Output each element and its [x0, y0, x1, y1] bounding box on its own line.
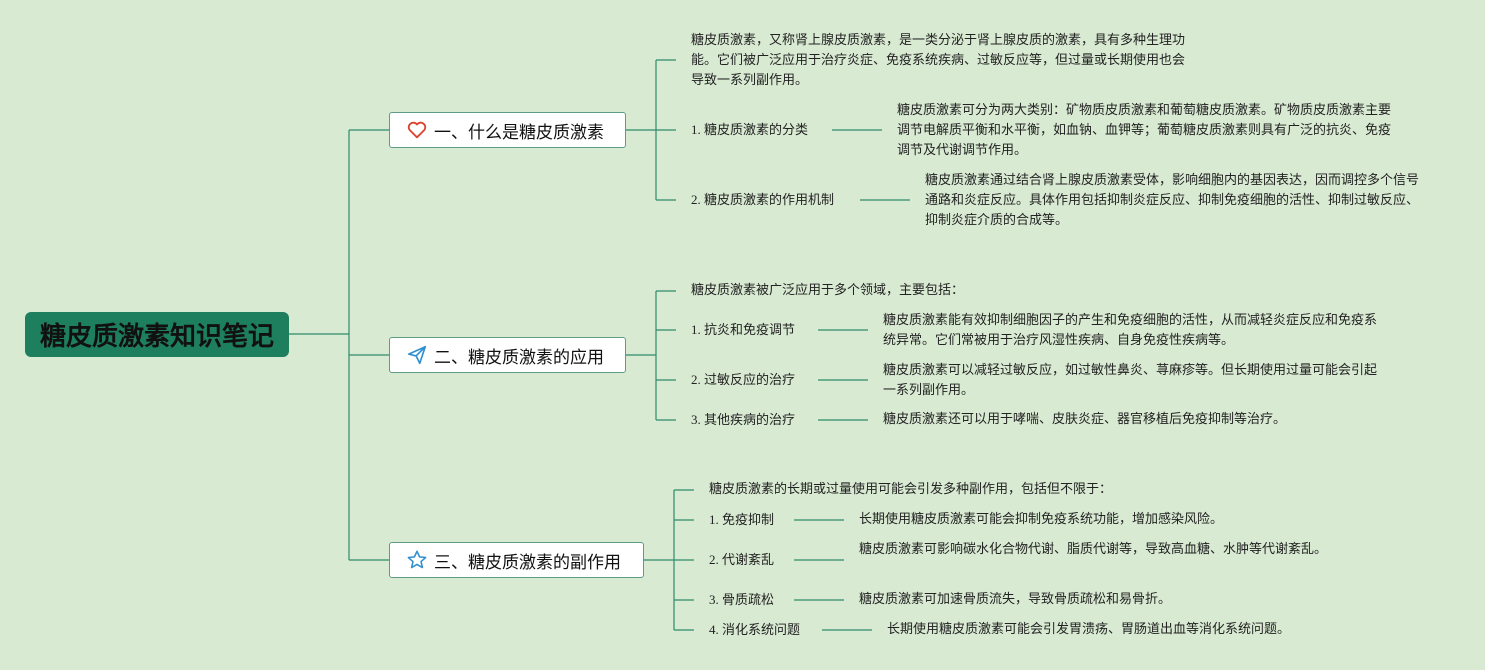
branch-label: 三、糖皮质激素的副作用 [434, 552, 621, 573]
item-label[interactable]: 3. 骨质疏松 [709, 592, 775, 607]
item-label[interactable]: 1. 糖皮质激素的分类 [691, 122, 809, 137]
item-detail: 糖皮质激素可影响碳水化合物代谢、脂质代谢等，导致高血糖、水肿等代谢紊乱。 [859, 542, 1328, 557]
root-topic[interactable]: 糖皮质激素知识笔记 [25, 312, 289, 357]
branch-label: 一、什么是糖皮质激素 [434, 122, 604, 143]
root-title: 糖皮质激素知识笔记 [39, 322, 274, 352]
heart-icon [406, 119, 428, 141]
star-icon [406, 549, 428, 571]
item-label[interactable]: 2. 代谢紊乱 [709, 552, 775, 567]
item-label[interactable]: 2. 过敏反应的治疗 [691, 372, 796, 387]
item-label[interactable]: 4. 消化系统问题 [709, 622, 801, 637]
item-label[interactable]: 3. 其他疾病的治疗 [691, 412, 796, 427]
paper-plane-icon [406, 344, 428, 366]
item-detail: 糖皮质激素可以减轻过敏反应，如过敏性鼻炎、荨麻疹等。但长期使用过量可能会引起一系… [883, 363, 1378, 398]
branch-what-is[interactable]: 一、什么是糖皮质激素 [389, 112, 626, 148]
item-label[interactable]: 2. 糖皮质激素的作用机制 [691, 192, 835, 207]
item-detail: 长期使用糖皮质激素可能会抑制免疫系统功能，增加感染风险。 [859, 512, 1224, 527]
item-detail: 糖皮质激素可加速骨质流失，导致骨质疏松和易骨折。 [859, 592, 1172, 607]
item-detail: 长期使用糖皮质激素可能会引发胃溃疡、胃肠道出血等消化系统问题。 [887, 622, 1291, 637]
branch-side-effects[interactable]: 三、糖皮质激素的副作用 [389, 542, 644, 578]
item-detail: 糖皮质激素还可以用于哮喘、皮肤炎症、器官移植后免疫抑制等治疗。 [883, 412, 1287, 427]
item-label[interactable]: 1. 免疫抑制 [709, 512, 775, 527]
branch-intro: 糖皮质激素的长期或过量使用可能会引发多种副作用，包括但不限于： [709, 482, 1113, 497]
branch-intro: 糖皮质激素被广泛应用于多个领域，主要包括： [691, 283, 965, 298]
branch-application[interactable]: 二、糖皮质激素的应用 [389, 337, 626, 373]
branch-intro: 糖皮质激素，又称肾上腺皮质激素，是一类分泌于肾上腺皮质的激素，具有多种生理功能。… [691, 33, 1186, 88]
item-detail: 糖皮质激素通过结合肾上腺皮质激素受体，影响细胞内的基因表达，因而调控多个信号通路… [925, 173, 1420, 228]
item-label[interactable]: 1. 抗炎和免疫调节 [691, 322, 796, 337]
item-detail: 糖皮质激素可分为两大类别：矿物质皮质激素和葡萄糖皮质激素。矿物质皮质激素主要调节… [897, 103, 1392, 158]
branch-label: 二、糖皮质激素的应用 [434, 347, 604, 368]
item-detail: 糖皮质激素能有效抑制细胞因子的产生和免疫细胞的活性，从而减轻炎症反应和免疫系统异… [883, 313, 1378, 348]
